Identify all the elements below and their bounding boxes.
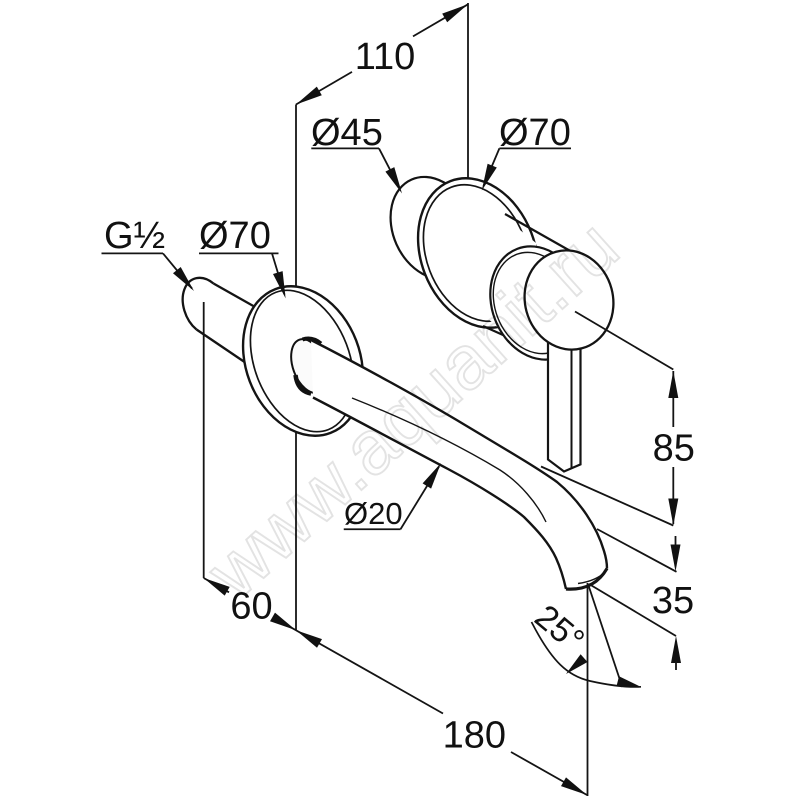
svg-text:60: 60 [230, 586, 272, 628]
svg-text:G½: G½ [104, 215, 165, 257]
svg-text:Ø70: Ø70 [199, 215, 271, 257]
svg-text:180: 180 [443, 715, 506, 757]
svg-text:35: 35 [652, 580, 694, 622]
svg-text:Ø70: Ø70 [499, 112, 571, 154]
svg-text:110: 110 [355, 36, 416, 78]
svg-text:85: 85 [653, 428, 695, 470]
svg-text:Ø45: Ø45 [311, 112, 383, 154]
svg-text:Ø20: Ø20 [344, 496, 403, 531]
